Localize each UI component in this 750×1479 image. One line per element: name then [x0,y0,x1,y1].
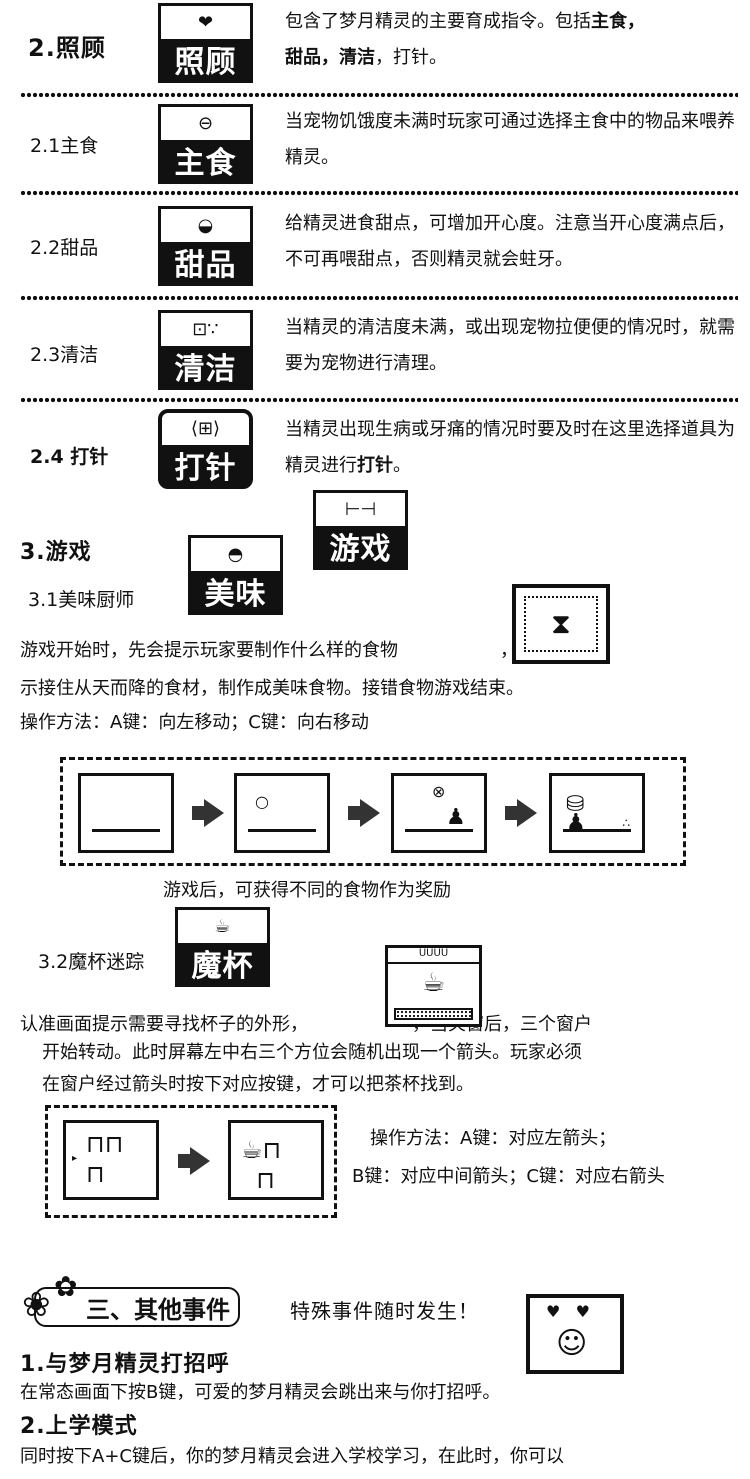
divider [20,396,738,404]
food-desc: 当宠物饥饿度未满时玩家可通过选择主食中的物品来喂养精灵。 [285,111,735,168]
clean-desc: 当精灵的清洁度未满，或出现宠物拉便便的情况时，就需要为宠物进行清理。 [285,317,735,374]
toilet-icon: ⊡∵ [192,318,219,340]
chef-text-line3: 操作方法：A键：向左移动；C键：向右移动 [20,712,369,733]
item-label-clean: 2.3清洁 [30,344,99,366]
divider [20,189,738,197]
greet-desc: 在常态画面下按B键，可爱的梦月精灵会跳出来与你打招呼。 [20,1382,501,1403]
section-title-game: 3.游戏 [20,540,92,565]
chef-character-icon: ♟ [446,805,466,830]
teacup-icon: ☕ [214,915,231,937]
care-intro-bold2: 甜品，清洁 [285,47,375,68]
cake-icon: ◒ [197,214,214,236]
cup-ops-line1: 操作方法：A键：对应左箭头； [370,1128,617,1149]
sweet-icon-label: 甜品 [161,241,250,283]
window-shutter-icon: ᑌᑌᑌᑌ [388,948,479,964]
falling-item-icon: ⊗ [432,782,446,801]
greet-title: 1.与梦月精灵打招呼 [20,1352,230,1377]
heart-icon: ♥ ♥ [546,1302,590,1321]
cup-icon-label: 魔杯 [178,942,267,984]
sweet-desc: 给精灵进食甜点，可增加开心度。注意当开心度满点后，不可再喂甜点，否则精灵就会蛀牙… [285,213,735,270]
cup-step-screen-2: ☕⊓ ⊓ [228,1120,324,1200]
chef-line1a: 游戏开始时，先会提示玩家要制作什么样的食物 [20,640,398,661]
cups-icon: ⊓⊓⊓ [86,1130,124,1188]
cup-sequence-frame [45,1105,337,1218]
events-title-text: 三、其他事件 [86,1295,230,1324]
crumbs-icon: ∴ [622,816,630,830]
arrow-right-icon [505,799,537,827]
care-intro: 包含了梦月精灵的主要育成指令。包括主食， 甜品，清洁，打针。 [285,4,740,76]
cups-rotating-icon: ☕⊓ ⊓ [241,1136,282,1194]
syringe-icon: ⟨⊞⟩ [190,418,221,440]
clean-icon: ⊡∵ 清洁 [158,310,253,390]
clean-icon-label: 清洁 [161,345,250,387]
cup-step-screen-1: ▸ ⊓⊓⊓ [63,1120,159,1200]
arrow-right-icon [348,799,380,827]
game-icon: ⊢⊣ 游戏 [313,490,408,570]
school-desc: 同时按下A+C键后，你的梦月精灵会进入学校学习，在此时，你可以 [20,1446,564,1467]
ground-line [91,829,161,832]
teacup-icon: ☕ [421,968,446,998]
food-target-screen: ⧗ [512,584,610,664]
care-icon: ❤ 照顾 [158,3,253,83]
hourglass-icon: ⧗ [524,596,598,652]
cup-icon: ☕ 魔杯 [175,907,270,987]
events-title: 三、其他事件 [34,1287,240,1327]
chef-icon: ◓ 美味 [188,535,283,615]
chef-icon-label: 美味 [191,570,280,612]
item-label-food: 2.1主食 [30,135,99,157]
sprite-face-icon: ☺ [556,1326,588,1361]
chef-text-line1: 游戏开始时，先会提示玩家要制作什么样的食物，按图所 [20,634,740,668]
care-icon-label: 照顾 [161,38,250,80]
food-icon: ⊖ 主食 [158,104,253,184]
heart-icon: ❤ [197,11,214,33]
arrow-right-icon [178,1147,210,1175]
shot-desc-2: 。 [393,455,411,476]
greeting-screen: ♥ ♥ ☺ [526,1294,624,1374]
shot-desc-1: 当精灵出现生病或牙痛的情况时要及时在这里选择道具为精灵进行 [285,419,735,476]
item-label-sweet: 2.2甜品 [30,237,99,259]
section-title-care: 2.照顾 [28,34,106,62]
divider [20,294,738,302]
bowl-icon: ⊖ [197,112,214,134]
falling-item-icon: ○ [255,792,269,811]
shot-desc-bold: 打针 [357,455,393,476]
dumbbell-icon: ⊢⊣ [344,498,377,520]
chef-step-screen-1 [78,773,174,853]
game-chef-label: 3.1美味厨师 [28,589,135,611]
school-title: 2.上学模式 [20,1414,138,1439]
shot-icon: ⟨⊞⟩ 打针 [158,409,253,489]
ground-line [247,829,317,832]
divider [20,91,738,99]
shot-icon-label: 打针 [162,444,249,486]
cup-ops-line2: B键：对应中间箭头；C键：对应右箭头 [352,1166,665,1187]
game-cup-label: 3.2魔杯迷踪 [38,951,145,973]
food-icon-label: 主食 [161,139,250,181]
chef-sequence-frame [60,757,686,866]
ground-line [562,829,632,832]
arrow-left-indicator-icon: ▸ [72,1153,78,1164]
stacked-food-icon: ⛁♟ [566,792,586,835]
care-intro-end: ，打针。 [375,47,447,68]
cup-text-line2: 开始转动。此时屏幕左中右三个方位会随机出现一个箭头。玩家必须 [42,1042,582,1063]
chef-step-screen-2: ○ [234,773,330,853]
shot-desc: 当精灵出现生病或牙痛的情况时要及时在这里选择道具为精灵进行打针。 [285,412,740,484]
sweet-icon: ◒ 甜品 [158,206,253,286]
game-icon-label: 游戏 [316,525,405,567]
cup-target-screen: ᑌᑌᑌᑌ ☕ [385,945,482,1027]
ground-line [404,829,474,832]
chef-text-line2: 示接住从天而降的食材，制作成美味食物。接错食物游戏结束。 [20,678,524,699]
chef-reward-text: 游戏后，可获得不同的食物作为奖励 [163,880,451,901]
dish-icon: ◓ [227,543,244,565]
care-intro-text: 包含了梦月精灵的主要育成指令。包括 [285,11,591,32]
chef-step-screen-3: ⊗ ♟ [391,773,487,853]
cup-text-line3: 在窗户经过箭头时按下对应按键，才可以把茶杯找到。 [42,1074,474,1095]
arrow-right-icon [192,799,224,827]
pattern-bar [394,1008,473,1020]
cup-line1a: 认准画面提示需要寻找杯子的外形， [20,1014,308,1035]
chef-step-screen-4: ⛁♟ ∴ [549,773,645,853]
events-tagline: 特殊事件随时发生！ [290,1299,479,1323]
care-intro-bold1: 主食， [591,11,645,32]
flower-icon: ✿ [54,1270,78,1303]
item-label-shot: 2.4 打针 [30,446,109,468]
